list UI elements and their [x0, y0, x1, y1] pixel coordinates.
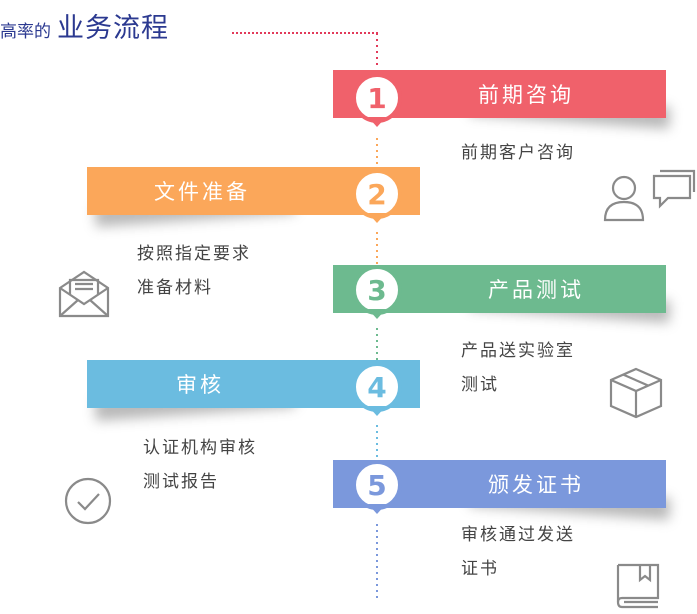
step-1-number: 1	[352, 73, 402, 123]
step-3-description: 产品送实验室 测试	[461, 341, 575, 395]
step-3-marker: 3	[352, 265, 402, 319]
title-dotted-connector	[232, 32, 378, 34]
step-5-title: 颁发证书	[488, 473, 584, 497]
step-3-number: 3	[352, 265, 402, 315]
step-2-title: 文件准备	[154, 180, 250, 204]
package-box-icon	[609, 367, 663, 419]
step-1-title: 前期咨询	[478, 83, 574, 107]
title-main: 业务流程	[57, 13, 169, 44]
step-4-number: 4	[352, 362, 402, 412]
mail-document-icon	[58, 270, 110, 318]
step-2-description: 按照指定要求 准备材料	[137, 244, 251, 298]
checkmark-circle-icon	[64, 477, 112, 525]
step-5-number: 5	[352, 460, 402, 510]
user-chat-icon	[603, 169, 696, 222]
step-5-description: 审核通过发送 证书	[461, 525, 575, 579]
step-2-marker: 2	[352, 169, 402, 223]
page-title: 高率的业务流程	[0, 6, 169, 44]
step-4-title: 审核	[176, 373, 224, 397]
step-1-description: 前期客户咨询	[461, 143, 575, 163]
step-3-title: 产品测试	[488, 278, 584, 302]
step-2-number: 2	[352, 169, 402, 219]
certificate-book-icon	[616, 563, 660, 609]
step-1-marker: 1	[352, 73, 402, 127]
step-5-marker: 5	[352, 460, 402, 514]
step-4-marker: 4	[352, 362, 402, 416]
title-prefix: 高率的	[0, 22, 51, 42]
step-4-description: 认证机构审核 测试报告	[143, 438, 257, 492]
